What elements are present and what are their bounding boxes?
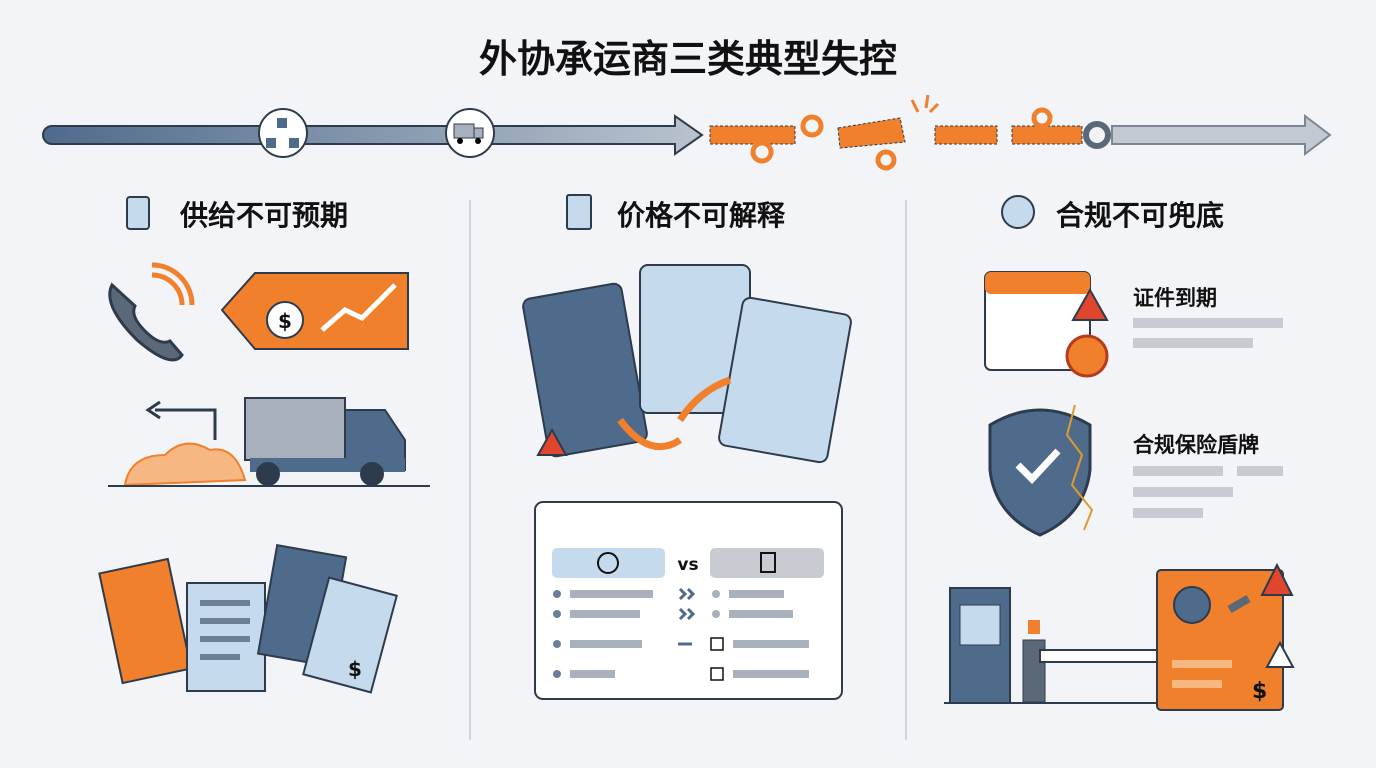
clock-icon — [1065, 334, 1109, 378]
column-3-heading: 合规不可兜底 — [1001, 195, 1224, 232]
barrier-arm — [1039, 649, 1161, 663]
warning-icon — [1260, 562, 1294, 596]
police-badge-icon — [1173, 586, 1211, 624]
svg-text:vs: vs — [677, 555, 698, 575]
swap-arrows-icon — [617, 376, 732, 451]
gear-icons — [750, 107, 1053, 171]
checkbox-icon — [710, 637, 724, 651]
shield-icon — [1001, 195, 1035, 229]
toll-barrier-illustration — [944, 587, 1161, 704]
certificate-expired-item: 证件到期 — [984, 271, 1283, 378]
svg-text:合规保险盾牌: 合规保险盾牌 — [1133, 433, 1259, 457]
crack — [1065, 404, 1094, 531]
svg-text:证件到期: 证件到期 — [1133, 286, 1217, 310]
document-tag-icon — [566, 194, 592, 230]
package-icon — [126, 196, 150, 230]
comparison-panel: vs — [534, 501, 843, 700]
gavel-icon — [1227, 595, 1251, 613]
timeline — [42, 94, 1332, 171]
page-title: 外协承运商三类典型失控 — [479, 37, 897, 81]
penalty-document: $ — [1156, 562, 1295, 711]
truck-detour-illustration — [108, 397, 430, 487]
check-icon — [1015, 448, 1061, 485]
svg-text:供给不可预期: 供给不可预期 — [179, 199, 348, 232]
alarm-light-icon — [1028, 620, 1040, 634]
insurance-shield-item: 合规保险盾牌 — [988, 404, 1283, 537]
price-tag-illustration: $ — [220, 272, 409, 350]
clipboard-icon — [760, 552, 776, 573]
column-2-heading: 价格不可解释 — [566, 194, 786, 232]
money-bag-icon — [266, 301, 304, 339]
dust-cloud — [123, 442, 247, 487]
svg-text:$: $ — [1252, 679, 1267, 704]
broken-segments — [709, 117, 1083, 149]
clock-icon — [597, 552, 619, 574]
warning-icon — [1265, 640, 1295, 668]
trend-up-arrow-icon — [320, 283, 397, 332]
network-boxes-icon — [258, 108, 308, 158]
gear-icon — [1083, 121, 1111, 149]
phone-icon — [108, 282, 184, 362]
warning-icon — [536, 427, 568, 456]
price-cards-illustration — [522, 264, 852, 464]
warning-icon — [1071, 287, 1109, 321]
phone-call-illustration — [108, 262, 195, 362]
svg-text:合规不可兜底: 合规不可兜底 — [1056, 199, 1224, 232]
svg-text:$: $ — [278, 309, 292, 333]
crack-burst-icon — [910, 94, 940, 114]
torn-documents-illustration: $ — [98, 544, 398, 694]
checkbox-icon — [710, 667, 724, 681]
svg-text:价格不可解释: 价格不可解释 — [617, 199, 786, 232]
svg-text:$: $ — [348, 657, 362, 681]
column-1-heading: 供给不可预期 — [126, 196, 348, 232]
truck-icon — [445, 108, 495, 158]
